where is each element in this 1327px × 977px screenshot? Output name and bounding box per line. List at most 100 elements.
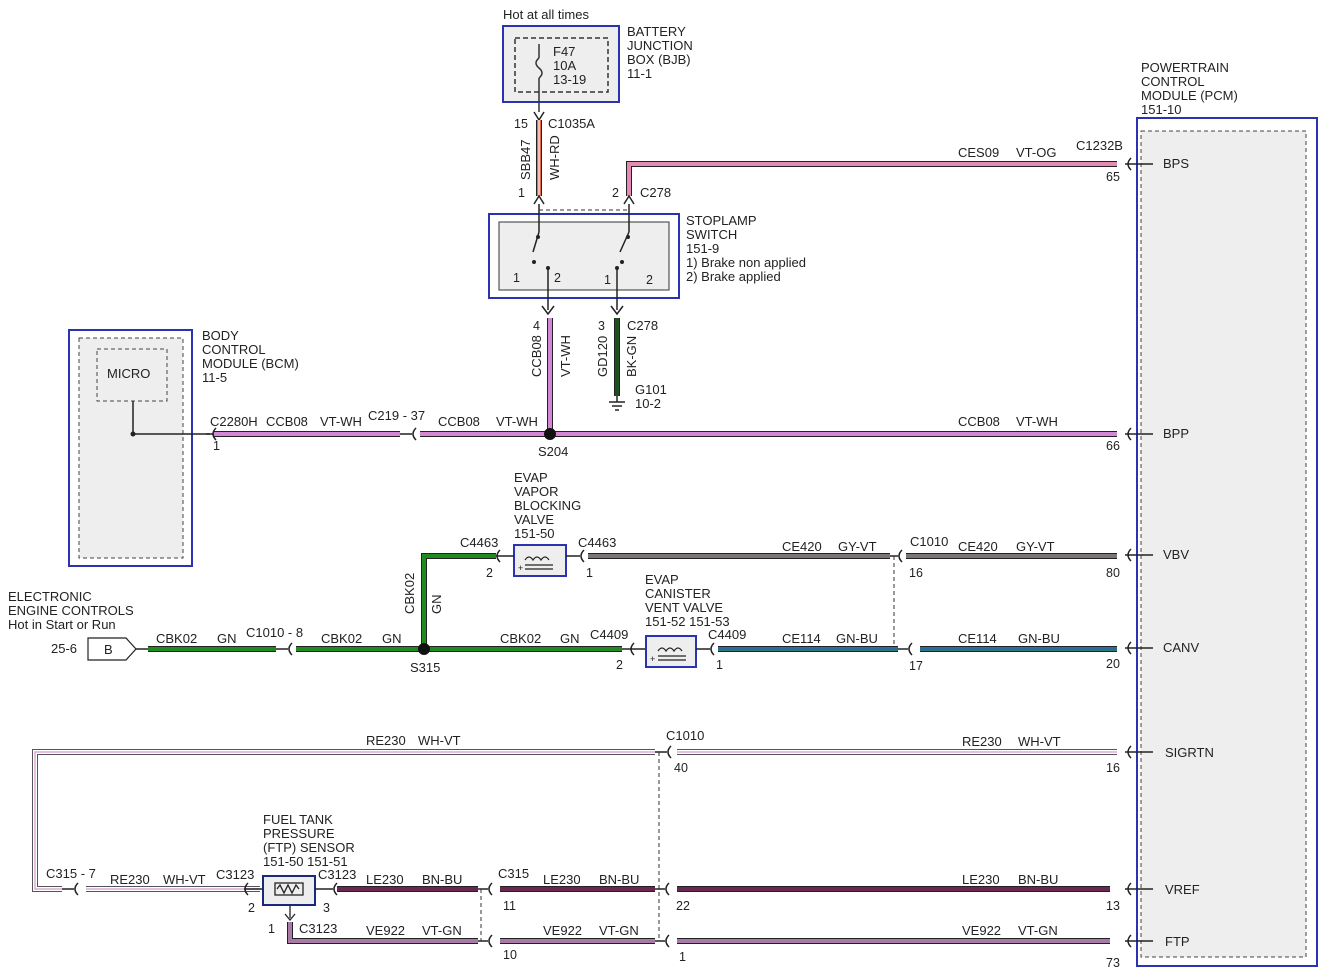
pcm-connector-symbols (1125, 157, 1153, 948)
re230-top-color: WH-VT (418, 733, 461, 748)
c219-label: C219 - 37 (368, 408, 425, 423)
stoplamp-note-2: 2) Brake applied (686, 269, 781, 284)
le230-right-color: BN-BU (1018, 872, 1058, 887)
wire-sbb47-color: WH-RD (547, 135, 562, 180)
le230-left-color: BN-BU (422, 872, 462, 887)
pcm-module[interactable] (1136, 117, 1318, 967)
pcm-pin-canv: CANV (1163, 640, 1199, 655)
wire-re230[interactable] (32, 749, 1117, 892)
evap-canister-vent-valve[interactable] (645, 635, 697, 668)
vbv-title-2: VAPOR (514, 484, 559, 499)
ve922-right-color: VT-GN (1018, 923, 1058, 938)
s204-label: S204 (538, 444, 568, 459)
ftp-title-3: (FTP) SENSOR (263, 840, 355, 855)
ground-icon (609, 396, 625, 411)
cvv-ref: 151-52 151-53 (645, 614, 730, 629)
ccb08-mid-color: VT-WH (496, 414, 538, 429)
le230-mid-color: BN-BU (599, 872, 639, 887)
c2280h-label: C2280H (210, 414, 258, 429)
c1010-8-label: C1010 - 8 (246, 625, 303, 640)
wire-ces09-color: VT-OG (1016, 145, 1056, 160)
c1010-pin-40: 40 (674, 761, 688, 775)
c1010-ce114-connector-icon (898, 642, 913, 656)
c4463-left-label: C4463 (460, 535, 498, 550)
c315-pin-10: 10 (503, 948, 517, 962)
switch-terminals (532, 235, 630, 270)
cbk02-connector-symbols (276, 642, 646, 656)
ve922-left-circuit: VE922 (366, 923, 405, 938)
eec-connector-b[interactable] (87, 637, 137, 661)
ftp-sensor[interactable] (262, 875, 316, 906)
ccb08-pin-4: 4 (533, 319, 540, 333)
stoplamp-title-2: SWITCH (686, 227, 737, 242)
cbk02-vertical-circuit: CBK02 (402, 573, 417, 614)
c1010-ce420-connector-icon (890, 549, 903, 563)
sigrtn-pcm-pin: 16 (1106, 761, 1120, 775)
cvv-pin-2: 2 (616, 658, 623, 672)
c1010-pin-1: 1 (679, 950, 686, 964)
vref-pcm-pin: 13 (1106, 899, 1120, 913)
le230-connector-symbols (478, 882, 670, 896)
cbk02-right-color: GN (560, 631, 580, 646)
c4463-right-label: C4463 (578, 535, 616, 550)
c315-pin-11: 11 (503, 899, 516, 913)
fuse-rating: 10A (553, 58, 576, 73)
c1035a-connector-icon (533, 111, 545, 122)
eec-title-2: ENGINE CONTROLS (8, 603, 134, 618)
sbb47-pin: 1 (518, 186, 525, 200)
cvv-connector-symbol (696, 642, 715, 656)
c3123-left-label: C3123 (216, 867, 254, 882)
bcm-module[interactable] (68, 329, 193, 567)
ce114-right-color: GN-BU (1018, 631, 1060, 646)
eec-title-1: ELECTRONIC (8, 589, 92, 604)
cbk02-vertical-color: GN (429, 595, 444, 615)
fuse-ref: 13-19 (553, 72, 586, 87)
c1035a-label: C1035A (548, 116, 595, 131)
c1010-pin-16: 16 (909, 566, 923, 580)
switch-pin-2b: 2 (646, 273, 653, 287)
c1010-pin-22: 22 (676, 899, 690, 913)
stoplamp-switch[interactable] (488, 213, 680, 299)
re230-bottom-circuit: RE230 (110, 872, 150, 887)
fuse-name: F47 (553, 44, 575, 59)
ccb08-vertical-color: VT-WH (558, 335, 573, 377)
ftp-pin-3: 3 (323, 901, 330, 915)
ccb08-mid-circuit: CCB08 (438, 414, 480, 429)
re230-connector-symbols (62, 745, 672, 896)
gd120-circuit: GD120 (595, 336, 610, 377)
evap-vbv-valve[interactable] (513, 544, 567, 577)
c1232b-label: C1232B (1076, 138, 1123, 153)
vbv-ref: 151-50 (514, 526, 554, 541)
bjb-box[interactable] (502, 25, 620, 103)
ve922-connector-symbols (478, 934, 670, 948)
ftp-title-2: PRESSURE (263, 826, 335, 841)
s315-label: S315 (410, 660, 440, 675)
wire-cbk02[interactable] (148, 553, 622, 652)
pcm-pin-vbv: VBV (1163, 547, 1189, 562)
c278-top-pin: 2 (612, 186, 619, 200)
cbk02-mid-circuit: CBK02 (321, 631, 362, 646)
c1010-vbv-label: C1010 (910, 534, 948, 549)
ftp-resistor-icon (274, 882, 304, 922)
wire-sbb47-circuit: SBB47 (518, 140, 533, 180)
le230-right-circuit: LE230 (962, 872, 1000, 887)
bcm-title-3: MODULE (BCM) (202, 356, 299, 371)
cvv-pin-1: 1 (716, 658, 723, 672)
stoplamp-note-1: 1) Brake non applied (686, 255, 806, 270)
pcm-ref: 151-10 (1141, 102, 1181, 117)
wire-ces09-circuit: CES09 (958, 145, 999, 160)
g101-ref: 10-2 (635, 396, 661, 411)
wire-ces09[interactable] (626, 161, 1117, 196)
cbk02-left-circuit: CBK02 (156, 631, 197, 646)
cbk02-right-circuit: CBK02 (500, 631, 541, 646)
vbv-title-4: VALVE (514, 512, 554, 527)
re230-right-color: WH-VT (1018, 734, 1061, 749)
c315-label: C315 (498, 866, 529, 881)
cvv-title-1: EVAP (645, 572, 679, 587)
vbv-title-1: EVAP (514, 470, 548, 485)
ftp-connector-symbols (244, 882, 338, 896)
wire-ve922[interactable] (287, 922, 1110, 944)
pcm-title-2: CONTROL (1141, 74, 1205, 89)
vbv-pcm-pin: 80 (1106, 566, 1120, 580)
re230-top-circuit: RE230 (366, 733, 406, 748)
